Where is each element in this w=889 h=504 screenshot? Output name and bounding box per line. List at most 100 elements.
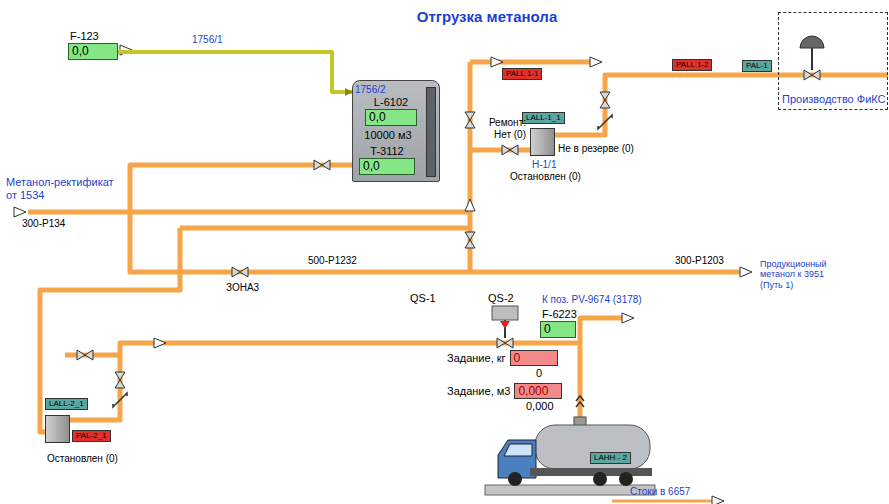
flow-arrow xyxy=(622,313,634,323)
tag-text: LALL-2_1 xyxy=(49,399,84,409)
flow-arrow xyxy=(590,57,602,67)
alarm-tag: LALL-2_1 xyxy=(45,398,88,410)
valve-actuator xyxy=(492,306,518,320)
pipe-label: 1756/1 xyxy=(192,34,223,46)
flow-arrow xyxy=(491,57,503,67)
value-box: 0,0 xyxy=(68,43,118,60)
tag-name: F-123 xyxy=(68,30,101,43)
valve-symbol xyxy=(502,145,518,155)
page-title: Отгрузка метанола xyxy=(417,8,558,25)
alarm-tag: LAHH - 2 xyxy=(590,452,631,464)
pipe xyxy=(40,228,180,432)
pipe xyxy=(580,318,622,425)
setpoint-box: 0 xyxy=(510,350,558,366)
line-number: 300-P1203 xyxy=(675,255,724,267)
alarm-tag: LALL-1_1 xyxy=(522,112,565,124)
line-number: 500-P1232 xyxy=(308,255,357,267)
check-chevron xyxy=(576,402,584,407)
pipe-connector xyxy=(118,52,352,92)
pipe xyxy=(180,226,470,231)
valve-symbol xyxy=(115,372,125,388)
tag-text: PALL 1-1 xyxy=(506,69,538,79)
flow-indicator: F-62230 xyxy=(540,308,579,338)
pump-status: Остановлен (0) xyxy=(47,453,118,464)
tank-level-bar xyxy=(426,87,436,177)
tag-name: L-6102 xyxy=(372,96,410,109)
valve-symbol xyxy=(465,232,475,248)
pipe xyxy=(555,75,888,135)
value-box: 0,0 xyxy=(365,109,417,126)
line-number: 300-P134 xyxy=(22,218,65,230)
tank-volume: 10000 м3 xyxy=(353,129,423,141)
value-text: 0,000 xyxy=(526,400,554,413)
value-box: 0 xyxy=(540,321,576,338)
level-indicator: L-61020,0 xyxy=(365,96,417,126)
value-text: 0 xyxy=(536,367,542,380)
pump-body xyxy=(45,415,70,443)
pipe-group xyxy=(14,45,888,504)
alarm-tag: PAL-2_1 xyxy=(72,430,111,442)
pump: H-1/1Остановлен (0)LALL-1_1 xyxy=(530,128,555,156)
check-chevron xyxy=(576,396,584,401)
truck-tank xyxy=(535,425,650,469)
setpoint-field: Задание, кг 0 xyxy=(447,350,558,366)
storage-tank: 1756/210000 м3L-61020,0T-31120,0 xyxy=(352,80,440,182)
tag-name: T-3112 xyxy=(368,145,405,158)
tag-text: PAL-2_1 xyxy=(76,431,107,441)
value-box: 0,0 xyxy=(359,158,415,175)
flow-arrow xyxy=(740,267,752,277)
tag-text: LALL-1_1 xyxy=(526,113,561,123)
reserve-status: Не в резерве (0) xyxy=(558,143,634,155)
valve-symbol xyxy=(465,112,475,128)
flow-arrow xyxy=(154,338,166,348)
valve-name: QS-1 xyxy=(410,292,436,305)
valve-symbol xyxy=(77,350,93,360)
plant-area: Производство ФиКС xyxy=(778,12,888,110)
destination-label: Продукционный метанол к 3951 (Путь 1) xyxy=(760,259,848,290)
truck-platform xyxy=(485,485,655,495)
tag-text: LAHH - 2 xyxy=(594,453,627,463)
valve-symbol xyxy=(314,160,330,170)
source-label: Метанол-ректификат от 1534 xyxy=(6,176,124,201)
truck-wheel xyxy=(619,472,633,486)
valve-symbol xyxy=(497,338,513,348)
valve-symbol xyxy=(600,92,610,108)
tank-id: 1756/2 xyxy=(355,84,386,95)
pump-body xyxy=(530,128,555,156)
actuator-indicator xyxy=(500,321,510,329)
truck-wheel xyxy=(593,472,607,486)
area-label: Производство ФиКС xyxy=(782,93,886,105)
pump-status: H-1/1 xyxy=(532,159,556,170)
temperature-indicator: T-31120,0 xyxy=(359,145,415,175)
check-valve xyxy=(113,393,127,407)
pipe xyxy=(470,60,590,65)
pump: Остановлен (0)LALL-2_1PAL-2_1 xyxy=(45,415,70,443)
tag-text: PAL-1 xyxy=(746,61,768,71)
flow-arrow xyxy=(465,199,475,211)
truck-frame xyxy=(530,468,652,476)
drain-label: Стоки в 6657 xyxy=(630,486,690,498)
flow-arrow xyxy=(712,496,724,504)
flow-indicator: F-1230,0 xyxy=(68,30,118,60)
setpoint-field: Задание, м3 0,000 xyxy=(447,383,562,399)
valve-symbol xyxy=(232,267,248,277)
repair-status: Ремонт: Нет (0) xyxy=(476,117,526,140)
setpoint-box: 0,000 xyxy=(514,383,562,399)
flow-arrow xyxy=(14,207,26,217)
truck-window xyxy=(504,444,532,456)
pipe xyxy=(70,343,580,420)
truck-wheel xyxy=(508,472,522,486)
setpoint-label: Задание, м3 xyxy=(447,385,510,397)
setpoint-label: Задание, кг xyxy=(447,352,506,364)
check-valve xyxy=(598,115,612,129)
pump-status: Остановлен (0) xyxy=(510,171,581,182)
destination-label: К поз. PV-9674 (3178) xyxy=(542,294,642,306)
zone-label: ЗОНА3 xyxy=(226,282,259,294)
tag-text: PALL 1-2 xyxy=(676,60,708,70)
actuator-stem xyxy=(811,48,813,70)
valve-symbol xyxy=(804,70,820,80)
alarm-tag: PALL 1-2 xyxy=(672,59,712,71)
